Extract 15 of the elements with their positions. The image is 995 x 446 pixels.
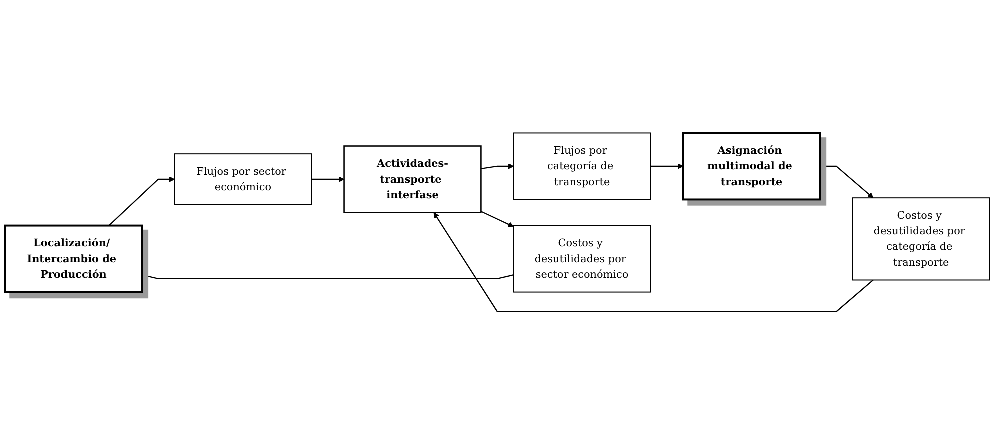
arrow	[820, 166, 874, 199]
node-box: Localización/ Intercambio de Producción	[4, 225, 144, 294]
node-box: Actividades-transporte interfase	[344, 146, 482, 214]
node-box: Asignación multimodal de transporte	[682, 132, 822, 202]
node-box: Flujos por categoría de transporte	[513, 133, 652, 201]
node-box: Flujos por sector económico	[174, 154, 312, 206]
arrow	[481, 164, 514, 170]
node-box: Costos y desutilidades por sector económico	[513, 226, 652, 294]
arrow	[650, 164, 684, 170]
arrow	[108, 177, 176, 227]
node-box: Costos y desutilidades por categoría de transporte	[852, 198, 990, 282]
arrow	[480, 212, 514, 228]
arrow	[434, 212, 874, 313]
arrow	[142, 274, 514, 280]
arrow	[312, 177, 345, 183]
